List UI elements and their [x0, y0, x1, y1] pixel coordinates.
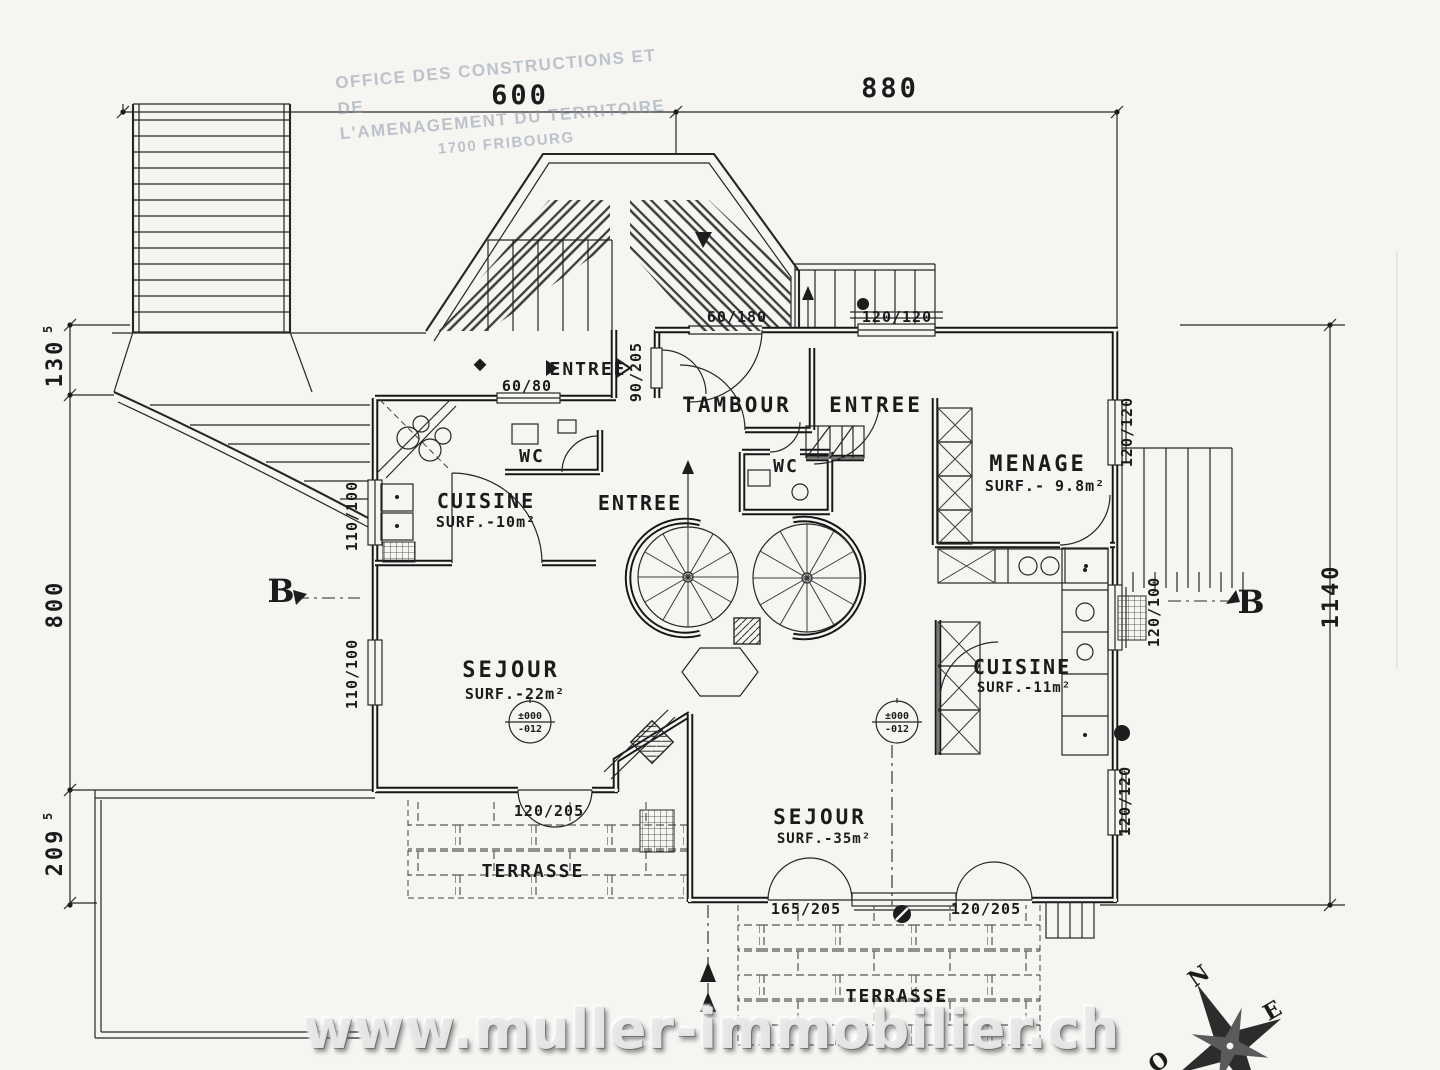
- room-label-entree-right: ENTREE: [829, 393, 923, 417]
- room-label-cuisine-right: CUISINE: [973, 655, 1071, 679]
- walls: [371, 326, 1119, 904]
- dim-left-lower-sup: 5: [41, 813, 55, 820]
- wc-left-fixtures: [511, 419, 577, 445]
- drain-mark: [893, 905, 911, 923]
- section-label-b-right: B: [1237, 583, 1264, 621]
- dim-left-upper-sup: 5: [41, 326, 55, 333]
- entry-steps-right: [794, 263, 936, 330]
- level-value-top: ±000: [518, 711, 542, 722]
- kitchen-left-fixtures: [377, 399, 457, 563]
- compass-n-label: N: [1183, 960, 1214, 993]
- entry-porch: [425, 152, 801, 372]
- label-win-120-120-b: 120/120: [1116, 766, 1134, 836]
- label-door-60-180: 60/180: [707, 308, 767, 326]
- room-label-menage: MENAGE: [989, 452, 1086, 477]
- wc-mid-fixtures: [747, 469, 809, 501]
- level-value-top2: ±000: [885, 711, 909, 722]
- opening-labels: 60/180 120/120 60/80 90/205 110/100 110/…: [343, 308, 1163, 918]
- level-marker-left: ±000 -012: [505, 698, 555, 744]
- room-surface-cuisine-left: SURF.-10m²: [436, 513, 536, 531]
- room-surface-sejour-right: SURF.-35m²: [777, 831, 871, 847]
- spiral-staircase-left: [637, 460, 739, 628]
- dim-left-lower: 209: [43, 828, 68, 877]
- dim-left-mid: 800: [43, 580, 68, 629]
- dim-right-total: 1140: [1319, 564, 1344, 629]
- room-label-cuisine-left: CUISINE: [437, 489, 535, 513]
- room-label-entree-top: ENTREE: [549, 359, 626, 380]
- room-label-wc-left: WC: [519, 446, 545, 467]
- section-label-b-left: B: [267, 572, 294, 610]
- exterior-stairs-right: [1121, 447, 1244, 592]
- label-win-120-120-top: 120/120: [862, 308, 932, 326]
- door-swings: [451, 329, 1111, 901]
- wardrobe-entree: [805, 425, 865, 459]
- label-door-120-205-bottom: 120/205: [951, 900, 1021, 918]
- exterior-walls-bottom-left: [94, 789, 375, 1039]
- room-labels: ENTREE TAMBOUR ENTREE WC WC ENTREE CUISI…: [436, 358, 1105, 1007]
- room-label-sejour-right: SEJOUR: [773, 805, 867, 829]
- room-surface-cuisine-right: SURF.-11m²: [977, 680, 1071, 696]
- spiral-staircase-right: [752, 523, 862, 633]
- room-label-sejour-left: SEJOUR: [462, 658, 559, 683]
- label-door-120-205-left: 120/205: [514, 802, 584, 820]
- label-win-110-100-b: 110/100: [343, 639, 361, 709]
- steps-bottom-right: [1045, 901, 1095, 939]
- dim-top-left: 600: [491, 80, 549, 111]
- stair-core: [681, 617, 761, 697]
- terrace-bottom: [737, 905, 1041, 1046]
- section-marks: B B: [267, 572, 1265, 1015]
- room-label-entree-mid: ENTREE: [598, 491, 682, 515]
- scan-artifact: [1396, 250, 1398, 670]
- room-label-terrasse-left: TERRASSE: [482, 861, 585, 882]
- room-surface-sejour-left: SURF.-22m²: [465, 685, 565, 703]
- level-marker-right: ±000 -012: [872, 698, 922, 744]
- level-value-bottom2: -012: [885, 724, 909, 735]
- label-win-120-120-a: 120/120: [1118, 397, 1136, 467]
- menage-cupboards: [937, 407, 1109, 584]
- windows: [367, 311, 1127, 911]
- compass-e-label: E: [1259, 995, 1287, 1026]
- room-label-terrasse-bottom: TERRASSE: [846, 986, 949, 1007]
- label-win-60-80: 60/80: [502, 377, 552, 395]
- room-surface-menage: SURF.- 9.8m²: [985, 477, 1105, 495]
- room-label-wc-mid: WC: [773, 456, 799, 477]
- label-win-110-100-a: 110/100: [343, 481, 361, 551]
- room-label-tambour: TAMBOUR: [682, 393, 792, 417]
- dim-left-upper: 130: [43, 339, 68, 388]
- compass-rose: N E O: [1144, 960, 1287, 1070]
- exterior-stairs-left: [112, 103, 426, 528]
- kitchen-right-fixtures: [937, 547, 1147, 756]
- dim-top-right: 880: [861, 73, 919, 104]
- label-win-120-100: 120/100: [1145, 577, 1163, 647]
- compass-o-label: O: [1144, 1046, 1175, 1070]
- label-door-165-205: 165/205: [771, 900, 841, 918]
- radiator-terrace: [639, 809, 675, 853]
- level-value-bottom: -012: [518, 724, 542, 735]
- fireplace-sejour: [603, 709, 676, 780]
- label-door-90-205: 90/205: [627, 342, 645, 402]
- dimension-lines: 600 880 130 5 800 209 5 1140: [41, 73, 1345, 912]
